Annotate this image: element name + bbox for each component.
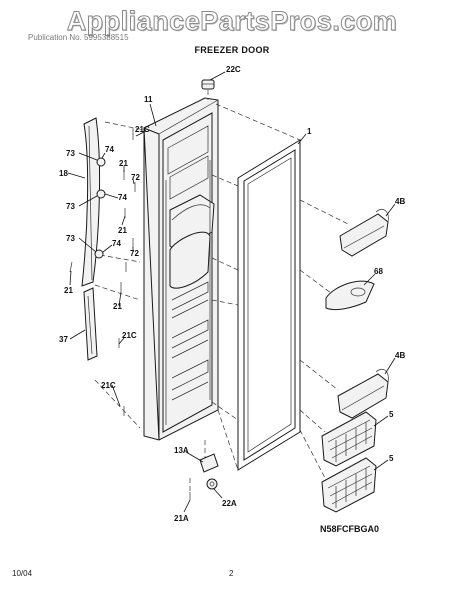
callout-21C-mid: 21C — [122, 331, 137, 340]
callout-13A: 13A — [174, 446, 189, 455]
screws — [69, 128, 191, 500]
publication-header: Publication No. 5995388515 — [28, 33, 129, 42]
wire-basket-lower — [321, 457, 377, 513]
callout-4B-top: 4B — [395, 197, 405, 206]
callout-21C-top: 21C — [135, 125, 150, 134]
callout-1: 1 — [307, 127, 312, 136]
callout-21-b: 21 — [118, 226, 127, 235]
door-liner — [143, 97, 219, 441]
door-bin-upper — [339, 208, 389, 257]
watermark: AppliancePartsPros.com — [66, 6, 398, 37]
callout-68: 68 — [374, 267, 383, 276]
ice-bin-68 — [325, 280, 375, 311]
callout-73-b: 73 — [66, 202, 75, 211]
callout-22A: 22A — [222, 499, 237, 508]
callout-5-a: 5 — [389, 410, 394, 419]
projection-lines — [94, 90, 351, 492]
door-bin-lower — [337, 368, 389, 419]
callout-72-a: 72 — [131, 173, 140, 182]
callout-37: 37 — [59, 335, 68, 344]
callout-21C-bot: 21C — [101, 381, 116, 390]
callout-22C: 22C — [226, 65, 241, 74]
lower-trim — [83, 287, 98, 361]
footer-page-number: 2 — [229, 569, 234, 578]
callout-74-a: 74 — [105, 145, 114, 154]
callout-21-c: 21 — [64, 286, 73, 295]
callout-21A: 21A — [174, 514, 189, 523]
footer-date: 10/04 — [12, 569, 33, 578]
bottom-hinge — [199, 453, 219, 490]
diagram-code: N58FCFBGA0 — [320, 524, 379, 534]
wire-basket-upper — [321, 411, 377, 467]
callout-74-c: 74 — [112, 239, 121, 248]
leader-lines — [67, 71, 396, 513]
section-title: FREEZER DOOR — [194, 45, 270, 55]
callout-72-b: 72 — [130, 249, 139, 258]
callout-18: 18 — [59, 169, 68, 178]
door-gasket — [237, 139, 301, 471]
callout-5-b: 5 — [389, 454, 394, 463]
callout-11: 11 — [144, 95, 153, 104]
callout-73-a: 73 — [66, 149, 75, 158]
callout-21-a: 21 — [119, 159, 128, 168]
top-hinge-cap — [201, 79, 215, 90]
callout-labels: 22C 11 21C 1 73 74 21 72 18 73 74 21 4B … — [59, 65, 405, 523]
callout-4B-bot: 4B — [395, 351, 405, 360]
callout-74-b: 74 — [118, 193, 127, 202]
callout-21-d: 21 — [113, 302, 122, 311]
callout-73-c: 73 — [66, 234, 75, 243]
